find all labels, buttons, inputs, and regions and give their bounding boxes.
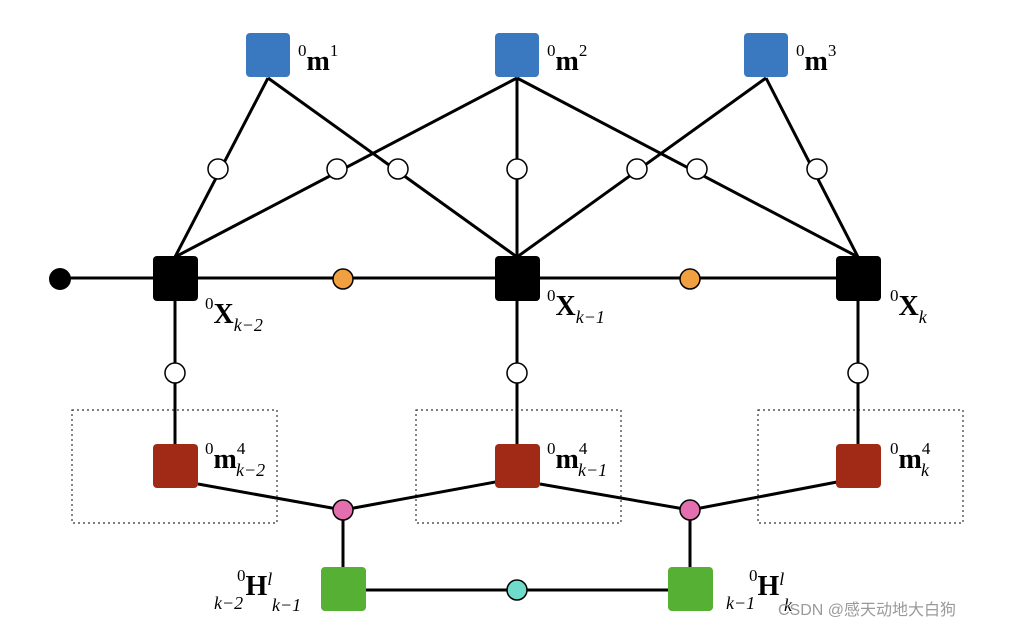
graph-edges bbox=[60, 76, 860, 592]
submap-h2 bbox=[668, 567, 713, 611]
projection-factor-1 bbox=[332, 499, 354, 521]
projection-factors bbox=[332, 499, 701, 521]
group-box-k-1 bbox=[415, 409, 622, 524]
factor-x1-m4b bbox=[506, 362, 528, 384]
factor-x0-m4a bbox=[164, 362, 186, 384]
edge-m4a-p1 bbox=[197, 482, 344, 512]
local-map-group-boxes bbox=[71, 409, 964, 524]
landmark-m3 bbox=[744, 33, 788, 77]
edge-m4c-p2 bbox=[689, 476, 859, 512]
landmark-m1 bbox=[246, 33, 290, 77]
local-map-k-1 bbox=[495, 444, 540, 488]
odometry-factor-1 bbox=[332, 268, 354, 290]
pose-x-k-1 bbox=[495, 256, 540, 301]
local-map-k-2 bbox=[153, 444, 198, 488]
pose-nodes bbox=[153, 256, 881, 301]
factor-m3-x2 bbox=[806, 158, 828, 180]
factor-m3-x1 bbox=[626, 158, 648, 180]
landmark-nodes bbox=[246, 33, 788, 77]
factor-m2-x2 bbox=[686, 158, 708, 180]
submap-factor bbox=[506, 579, 528, 601]
label-m2: 0m2 bbox=[547, 41, 587, 77]
submap-nodes bbox=[321, 567, 713, 611]
prior-factor bbox=[49, 268, 71, 290]
label-h2: k−10Hlk bbox=[726, 566, 793, 615]
label-x-k-2: 0Xk−2 bbox=[205, 294, 263, 335]
group-box-k bbox=[757, 409, 964, 524]
factor-m1-x0 bbox=[207, 158, 229, 180]
watermark-text: CSDN @感天动地大白狗 bbox=[778, 601, 956, 619]
odometry-factor-2 bbox=[679, 268, 701, 290]
submap-factors bbox=[506, 579, 528, 601]
edge-m4b-p2 bbox=[539, 482, 691, 512]
factor-x2-m4c bbox=[847, 362, 869, 384]
label-h1: k−20Hlk−1 bbox=[214, 566, 301, 615]
factor-m2-x0 bbox=[326, 158, 348, 180]
projection-factor-2 bbox=[679, 499, 701, 521]
measurement-factors bbox=[164, 158, 869, 384]
odometry-factors bbox=[332, 268, 701, 290]
edge-m4b-p1 bbox=[342, 476, 518, 512]
pose-x-k-2 bbox=[153, 256, 198, 301]
prior-factor-dot bbox=[49, 268, 71, 290]
local-map-nodes bbox=[153, 444, 881, 488]
group-box-k-2 bbox=[71, 409, 278, 524]
label-m3: 0m3 bbox=[796, 41, 836, 77]
landmark-m2 bbox=[495, 33, 539, 77]
factor-m2-x1 bbox=[506, 158, 528, 180]
label-x-k: 0Xk bbox=[890, 286, 928, 327]
local-map-k bbox=[836, 444, 881, 488]
label-m1: 0m1 bbox=[298, 41, 338, 77]
submap-h1 bbox=[321, 567, 366, 611]
factor-m1-x1 bbox=[387, 158, 409, 180]
label-x-k-1: 0Xk−1 bbox=[547, 286, 605, 327]
pose-x-k bbox=[836, 256, 881, 301]
